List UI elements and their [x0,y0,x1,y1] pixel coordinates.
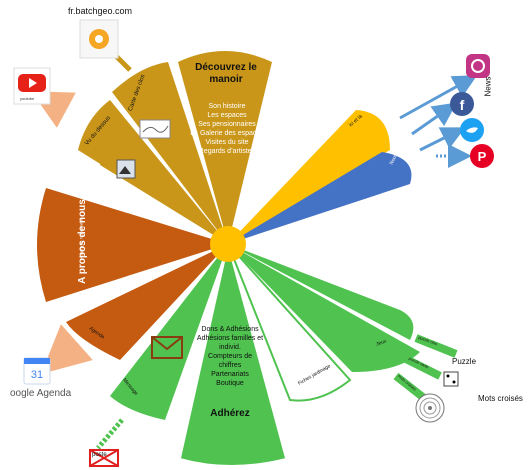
dice-icon[interactable] [443,371,459,387]
petal-agenda[interactable] [66,244,228,360]
youtube-icon[interactable] [13,67,51,105]
batchgeo-icon[interactable] [79,19,119,59]
adherez-item[interactable]: Partenariats [211,371,249,378]
hub-circle [210,226,246,262]
petal-carte-clos[interactable] [112,62,228,244]
svg-text:31: 31 [31,369,43,381]
decouvrez-item[interactable]: Son histoire [208,103,246,110]
adherez-item[interactable]: Adhésions familles et individ. [196,335,264,351]
petal-adherez[interactable] [180,244,286,465]
mail-crossed-label: poste [92,452,107,458]
mail-crossed-icon[interactable] [89,449,119,467]
petal-decouvrez[interactable] [178,51,272,244]
arrow-to-twitter [419,127,466,152]
google-calendar-icon[interactable]: 31 [23,357,51,385]
instagram-icon[interactable] [466,54,490,78]
arrow-crossword [393,372,427,402]
google-agenda-label[interactable]: oogle Agenda [10,388,72,399]
facebook-icon[interactable]: f [450,92,474,116]
decouvrez-item[interactable]: Visites du site [205,139,249,146]
news-label[interactable]: News [483,76,493,97]
petal-blue[interactable] [228,152,412,244]
petal-message[interactable] [110,244,228,420]
maze-icon[interactable] [415,393,445,423]
arrow-to-facebook [411,102,457,136]
arrow-dice [402,354,442,380]
svg-text:P: P [478,149,487,164]
petal-a-propos[interactable] [37,188,228,302]
envelope-icon[interactable] [151,336,183,359]
a-propos-item[interactable]: Histoire de l’association [78,217,84,260]
twitter-icon[interactable] [460,118,484,142]
mots-croises-label[interactable]: Mots croisés [478,394,523,403]
map-thumbnail [139,119,171,139]
decouvrez-item[interactable]: Ses pensionnaires [198,121,256,128]
svg-text:f: f [460,97,465,113]
arrow-to-agenda [41,324,93,374]
arrow-to-news [399,75,478,120]
decouvrez-item[interactable]: Regards d’artistes [198,148,256,155]
petal-green-long[interactable] [228,244,414,340]
pinterest-icon[interactable]: P [470,144,494,168]
decouvrez-item[interactable]: Les espaces [207,112,247,119]
petal-yellow[interactable] [228,110,390,244]
adherez-item[interactable]: Compteurs de [208,353,252,360]
adherez-item[interactable]: chiffres [218,362,242,369]
youtube-caption: youtube [20,96,35,101]
batchgeo-label[interactable]: fr.batchgeo.com [68,6,133,16]
a-propos-items: Histoire de l’association [79,217,84,259]
decouvrez-title[interactable]: Découvrez le manoir [195,62,257,85]
decouvrez-items: Son histoire Les espaces Ses pensionnair… [188,102,266,156]
petal-jeux[interactable] [228,244,420,372]
adherez-items: Dons & Adhésions Adhésions familles et i… [192,325,268,388]
adherez-item[interactable]: Boutique [216,380,244,387]
arrow-to-mail [96,418,124,450]
adherez-item[interactable]: Dons & Adhésions [201,326,259,333]
adherez-title[interactable]: Adhérez [210,408,250,419]
photo-thumbnail [116,159,136,179]
arrow-puzzle [414,334,458,358]
puzzle-label[interactable]: Puzzle [452,357,477,366]
petal-fiches[interactable] [227,243,352,402]
decouvrez-item[interactable]: La Galerie des espaces [190,130,264,137]
